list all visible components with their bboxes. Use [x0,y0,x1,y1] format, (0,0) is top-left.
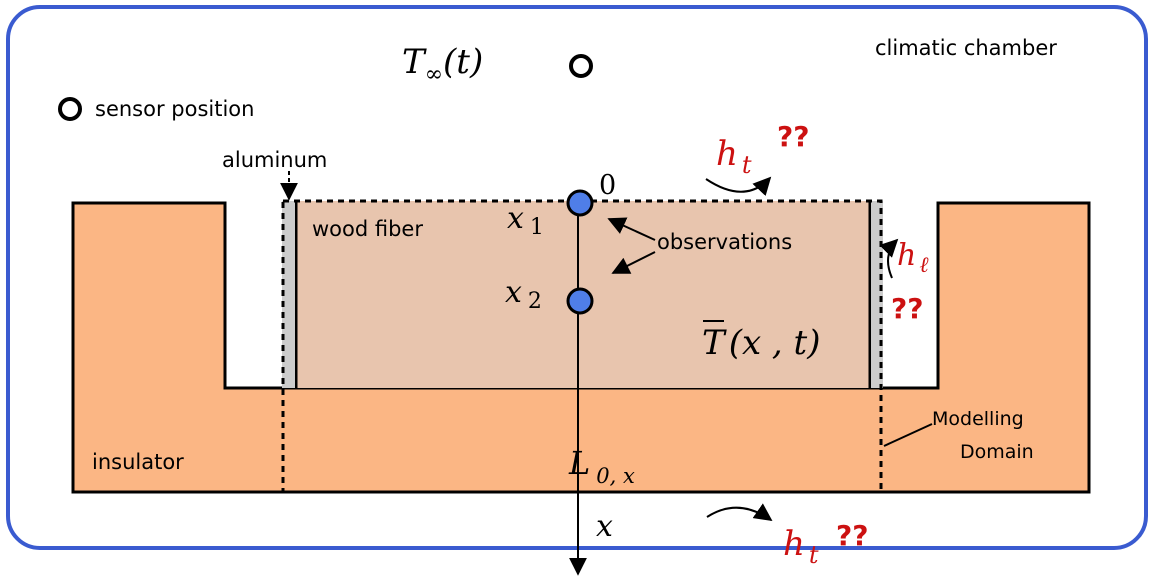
aluminum-label: aluminum [222,148,327,172]
aluminum-strip-right [871,201,883,388]
modelling-domain-outline [281,199,883,494]
observations-label: observations [657,230,792,254]
top-heat-flux-arrow [705,176,772,196]
legend-sensor-circle [58,97,82,121]
modelling-domain-leader [883,423,933,447]
modelling-domain-label-line1: Modelling [932,408,1024,430]
bottom-heat-flux-arrow [706,503,773,522]
observation-point-x1 [566,189,594,217]
observation-arrow-1 [607,217,656,241]
insulator-label: insulator [92,450,184,474]
observation-arrow-2 [611,251,656,274]
temperature-field-symbol: T(x , t) [702,323,820,363]
observation-point-x2 [566,287,594,315]
aluminum-strip-left [282,201,295,388]
origin-label: 0 [599,170,616,201]
modelling-domain-label-line2: Domain [960,441,1034,463]
ambient-sensor-circle [569,54,593,78]
ambient-temperature-symbol: T∞(t) [402,42,483,87]
top-unknown-mark: ?? [777,120,809,153]
x-axis-label: x [596,509,613,544]
climatic-chamber-label: climatic chamber [875,36,1057,60]
sensor-position-label: sensor position [95,97,254,121]
wood-fiber-label: wood fiber [312,217,423,241]
bottom-unknown-mark: ?? [836,519,868,552]
lateral-heat-flux-arrow [879,238,899,279]
lateral-unknown-mark: ?? [891,292,923,325]
